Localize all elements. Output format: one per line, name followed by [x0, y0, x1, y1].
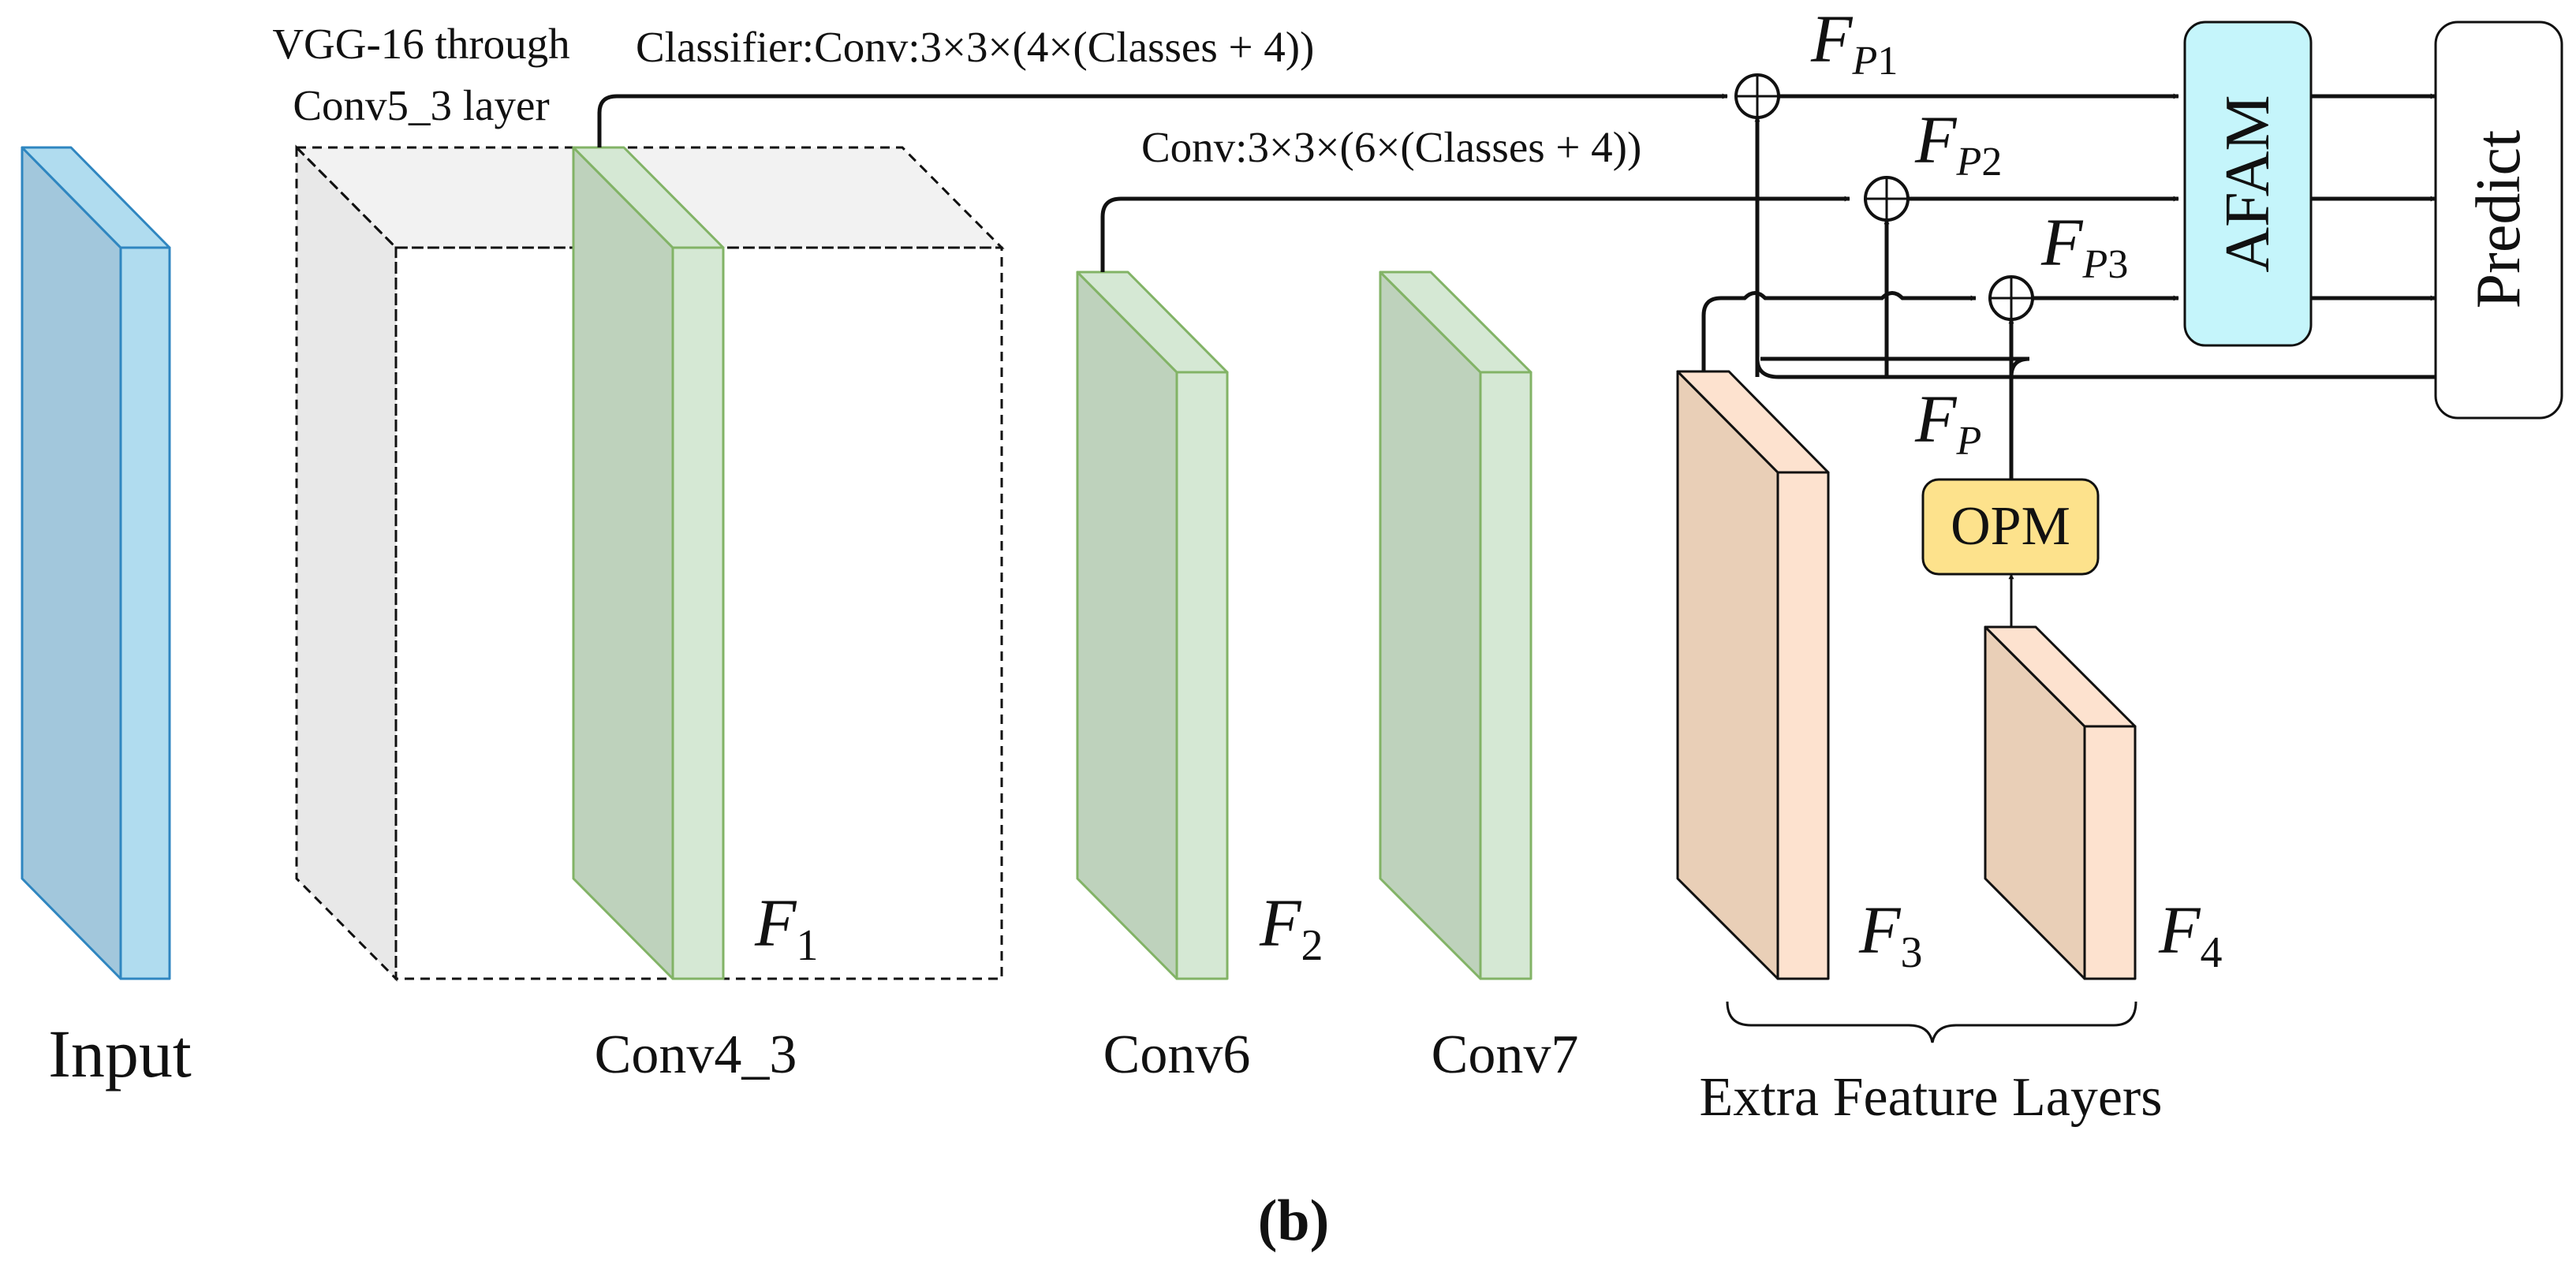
svg-text:F4: F4 — [2158, 892, 2223, 977]
input-label: Input — [48, 1016, 192, 1091]
classifier-label: Classifier:Conv:3×3×(4×(Classes + 4)) — [636, 23, 1314, 71]
f3-label: F3 — [1858, 892, 1923, 977]
conv-small-label: Conv:3×3×(6×(Classes + 4)) — [1141, 123, 1641, 171]
plus-node-2 — [1864, 176, 1910, 222]
svg-text:FP3: FP3 — [2040, 204, 2128, 287]
conv7-label: Conv7 — [1432, 1024, 1579, 1085]
svg-text:F1: F1 — [754, 885, 819, 970]
conv6-block — [1076, 271, 1229, 980]
vgg-label-line2: Conv5_3 layer — [293, 81, 549, 129]
f3-to-plus3-line — [1701, 291, 1977, 371]
afam-label: AFAM — [2213, 95, 2283, 272]
opm-label: OPM — [1951, 496, 2070, 557]
f2-label: F2 — [1259, 885, 1323, 970]
svg-text:FP: FP — [1914, 381, 1981, 464]
fp2-label: FP2 — [1914, 102, 2002, 185]
f4-block — [1984, 625, 2137, 980]
predict-box: Predict — [2434, 21, 2563, 420]
afam-box: AFAM — [2183, 21, 2313, 347]
conv4_3-to-plus1-line — [597, 93, 1728, 147]
fp3-label: FP3 — [2040, 204, 2128, 287]
extra-layers-label: Extra Feature Layers — [1700, 1067, 2163, 1128]
conv6-to-plus2-line — [1100, 196, 1850, 272]
predict-label: Predict — [2464, 130, 2533, 309]
extra-layers-brace — [1726, 1001, 2137, 1043]
figure-caption: (b) — [1258, 1189, 1329, 1253]
opm-box: OPM — [1921, 478, 2100, 576]
conv4_3-label: Conv4_3 — [595, 1024, 797, 1085]
conv4_3-block — [572, 146, 725, 980]
svg-text:FP2: FP2 — [1914, 102, 2002, 185]
svg-text:F2: F2 — [1259, 885, 1323, 970]
f1-label: F1 — [754, 885, 819, 970]
svg-text:F3: F3 — [1858, 892, 1923, 977]
f3-block — [1676, 370, 1830, 980]
conv7-block — [1379, 271, 1533, 980]
plus-node-3 — [1988, 275, 2034, 321]
conv6-label: Conv6 — [1103, 1024, 1251, 1085]
fp-label: FP — [1914, 381, 1981, 464]
plus-node-1 — [1734, 73, 1780, 119]
f4-label: F4 — [2158, 892, 2223, 977]
input-block — [21, 146, 171, 980]
fp1-label: FP1 — [1810, 1, 1898, 84]
vgg-label-line1: VGG-16 through — [272, 20, 569, 68]
svg-text:FP1: FP1 — [1810, 1, 1898, 84]
